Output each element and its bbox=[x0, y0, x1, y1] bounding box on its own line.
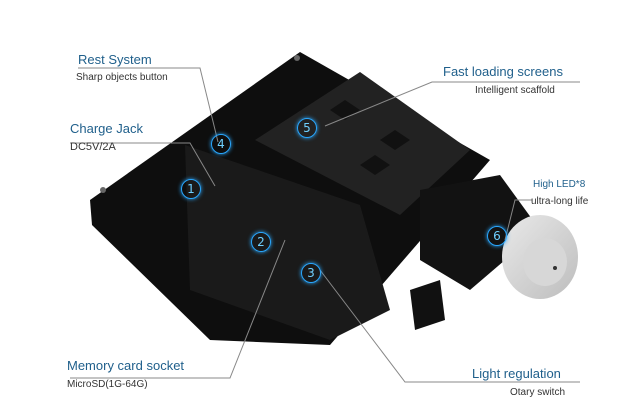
callout-number-1: 1 bbox=[181, 179, 201, 199]
fast-loading-subtitle: Intelligent scaffold bbox=[475, 85, 555, 96]
leader-line-5 bbox=[324, 81, 580, 127]
charge-jack-subtitle: DC5V/2A bbox=[70, 141, 116, 153]
callout-number-3: 3 bbox=[301, 263, 321, 283]
leader-line-2 bbox=[70, 239, 286, 379]
phone-holder bbox=[255, 72, 470, 215]
callout-number-6: 6 bbox=[487, 226, 507, 246]
light-regulation-title: Light regulation bbox=[472, 366, 561, 381]
fast-loading-title: Fast loading screens bbox=[443, 64, 563, 79]
memory-card-subtitle: MicroSD(1G-64G) bbox=[67, 379, 148, 390]
memory-card-title: Memory card socket bbox=[67, 358, 185, 373]
rest-system-title: Rest System bbox=[78, 52, 152, 67]
leader-line-1 bbox=[70, 142, 216, 187]
high-led-title: High LED*8 bbox=[533, 179, 586, 190]
light-regulation-subtitle: Otary switch bbox=[510, 387, 566, 398]
stand-neck bbox=[410, 280, 445, 330]
high-led-subtitle: ultra-long life bbox=[531, 196, 589, 207]
leader-line-6 bbox=[504, 199, 532, 241]
leader-line-4 bbox=[78, 67, 219, 143]
callout-number-5: 5 bbox=[297, 118, 317, 138]
rest-system-subtitle: Sharp objects button bbox=[76, 72, 168, 83]
callout-number-2: 2 bbox=[251, 232, 271, 252]
device-body bbox=[185, 145, 390, 340]
lens-barrel bbox=[420, 175, 540, 290]
callout-number-4: 4 bbox=[211, 134, 231, 154]
leader-line-3 bbox=[319, 269, 580, 383]
charge-jack-title: Charge Jack bbox=[70, 121, 143, 136]
